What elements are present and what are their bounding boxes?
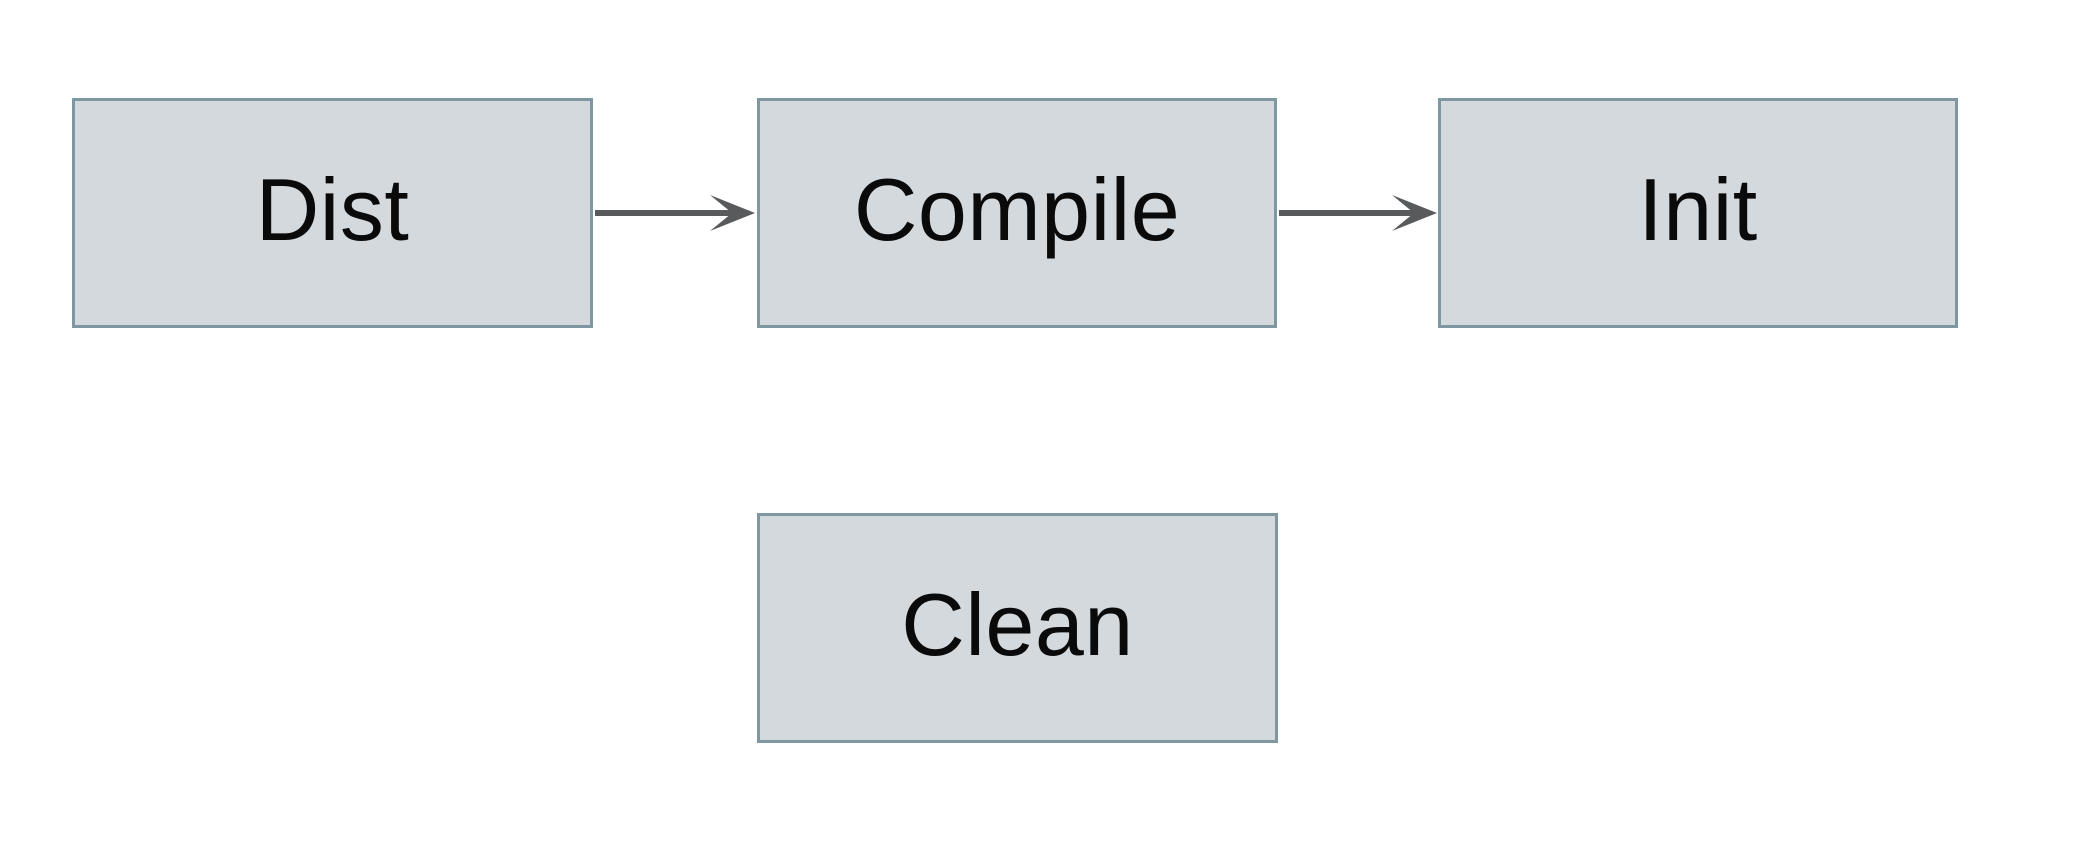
arrow-head-icon [710,195,755,231]
arrow-head-icon [1392,195,1437,231]
arrow-dist-to-compile [595,195,755,231]
node-compile-label: Compile [853,160,1181,259]
node-clean: Clean [757,513,1278,743]
node-init: Init [1438,98,1958,328]
node-dist: Dist [72,98,593,328]
node-clean-label: Clean [901,575,1134,674]
node-dist-label: Dist [255,160,410,259]
node-init-label: Init [1638,160,1758,259]
arrow-compile-to-init [1279,195,1437,231]
node-compile: Compile [757,98,1277,328]
